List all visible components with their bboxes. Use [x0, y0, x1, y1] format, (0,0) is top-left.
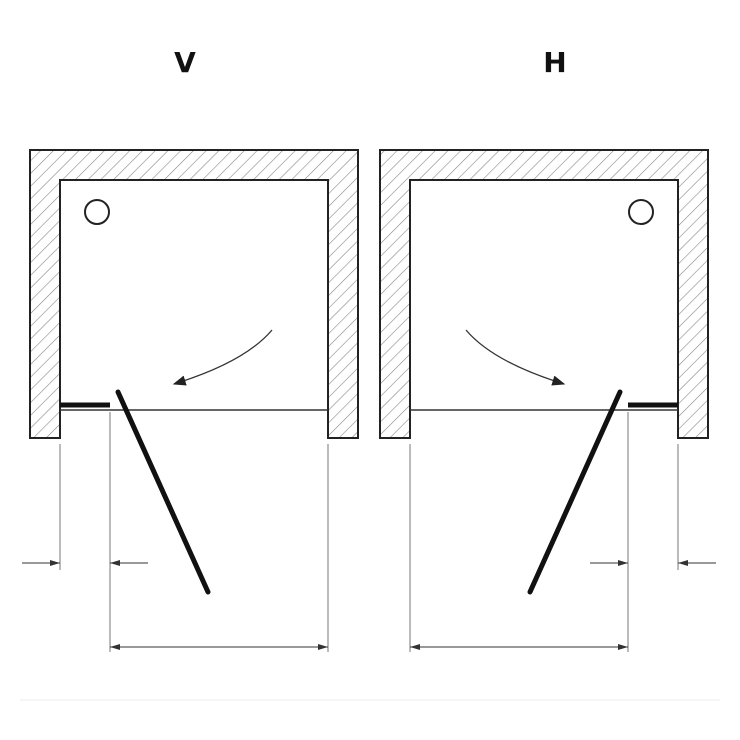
- door-leaf-v: [115, 389, 211, 595]
- diagram-h: [379, 149, 716, 652]
- diagram-v: [22, 149, 359, 652]
- variant-label-h: H: [543, 46, 567, 79]
- variant-label-v: V: [174, 46, 196, 79]
- door-leaf-h: [527, 389, 623, 595]
- wall-h: [379, 149, 709, 439]
- swing-arrow-icon: [465, 329, 566, 386]
- shower-drain-icon: [628, 199, 654, 225]
- swing-arrow-icon: [172, 329, 273, 386]
- shower-drain-icon: [84, 199, 110, 225]
- wall-v: [29, 149, 359, 439]
